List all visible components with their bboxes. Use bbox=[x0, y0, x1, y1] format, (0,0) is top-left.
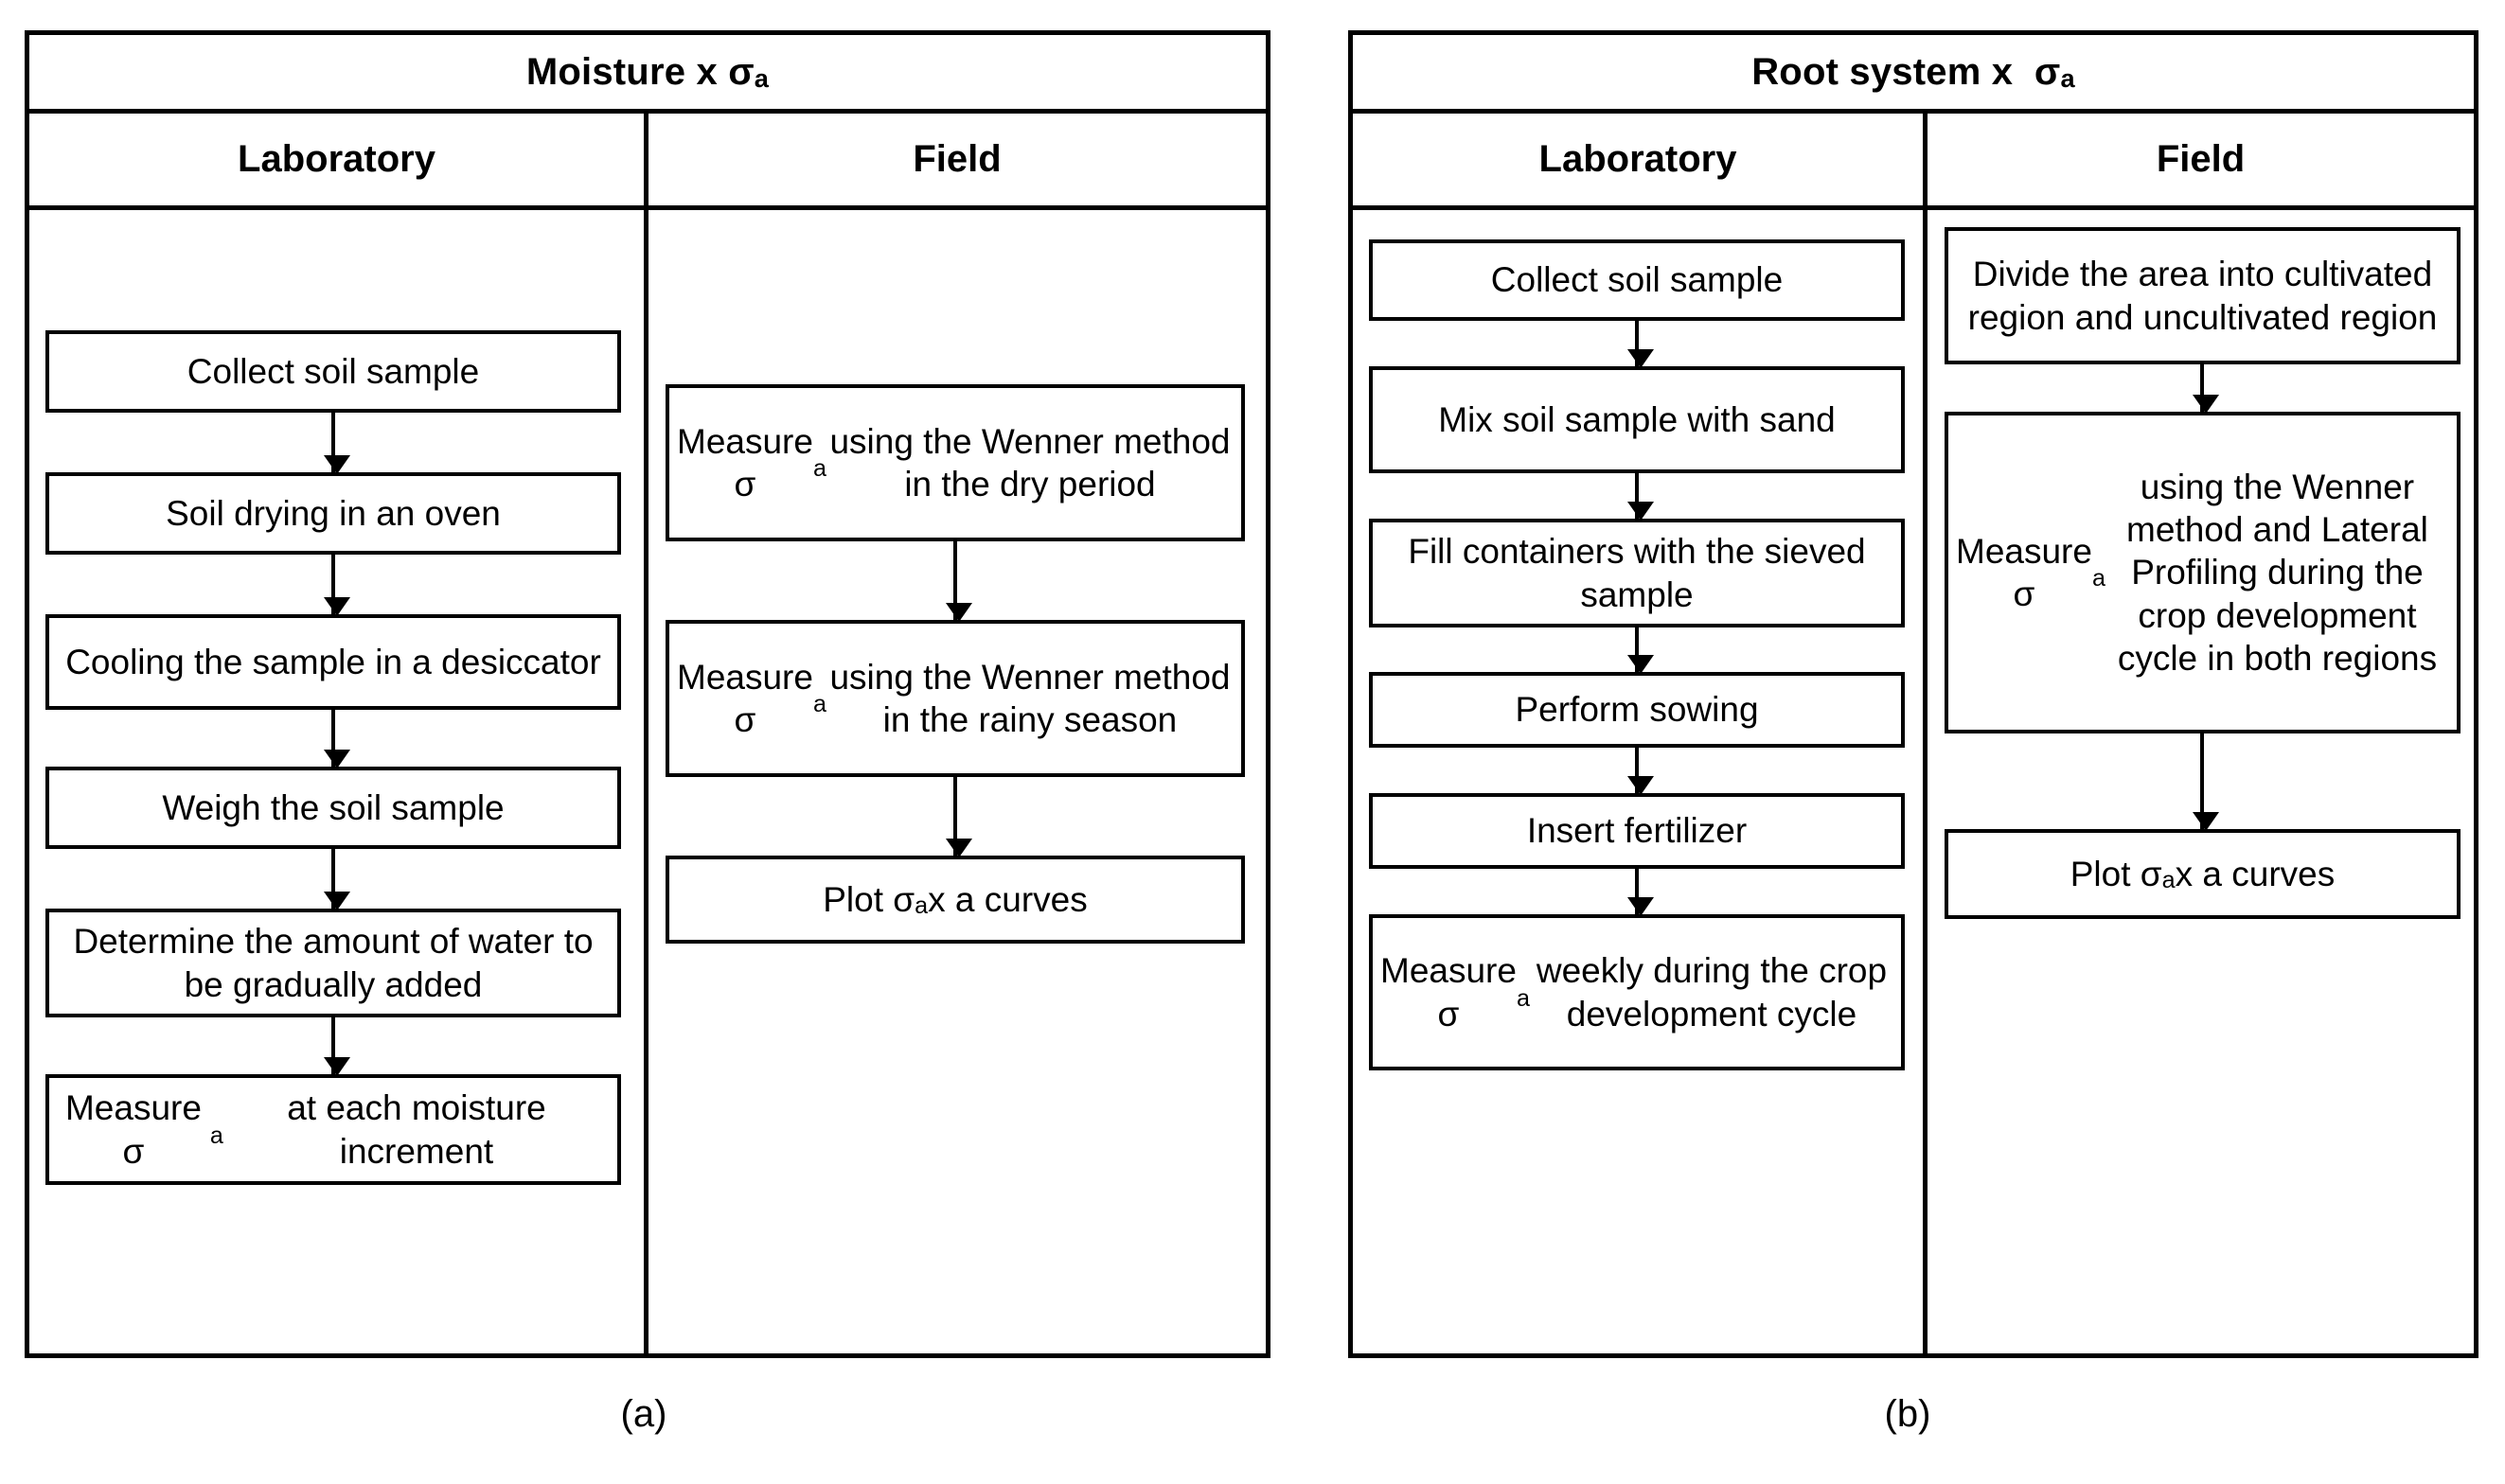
flow-box[interactable]: Soil drying in an oven bbox=[45, 472, 621, 555]
subfigure-caption-b: (b) bbox=[1884, 1393, 1931, 1435]
panel-a-title-text: Moisture x σ bbox=[525, 50, 755, 93]
flow-arrow bbox=[1627, 869, 1654, 916]
panel-a-column-headers: Laboratory Field bbox=[29, 114, 1266, 210]
flow-arrow bbox=[1627, 321, 1654, 368]
flow-box[interactable]: Divide the area into cultivated region a… bbox=[1945, 227, 2461, 364]
subfigure-caption-a: (a) bbox=[620, 1393, 667, 1435]
panel-a-body: Collect soil sample Soil drying in an ov… bbox=[29, 210, 1266, 1353]
flow-box[interactable]: Mix soil sample with sand bbox=[1369, 366, 1905, 473]
flow-box[interactable]: Perform sowing bbox=[1369, 672, 1905, 748]
panel-b-title-subscript: a bbox=[2060, 63, 2075, 94]
flow-arrow bbox=[324, 1017, 350, 1076]
flow-arrow bbox=[1627, 473, 1654, 521]
panel-a-header-field: Field bbox=[913, 138, 1002, 180]
flow-box[interactable]: Determine the amount of water to be grad… bbox=[45, 909, 621, 1017]
flow-arrow bbox=[2193, 364, 2219, 414]
panel-b-column-headers: Laboratory Field bbox=[1353, 114, 2474, 210]
flow-arrow bbox=[946, 541, 972, 622]
flow-box[interactable]: Cooling the sample in a desiccator bbox=[45, 614, 621, 710]
flow-arrow bbox=[946, 777, 972, 857]
panel-b-laboratory-column: Collect soil sample Mix soil sample with… bbox=[1353, 210, 1928, 1353]
panel-b-header-field: Field bbox=[2156, 138, 2246, 180]
panel-b-header-laboratory: Laboratory bbox=[1353, 114, 1928, 205]
panel-a-title-subscript: a bbox=[754, 63, 770, 94]
panel-b-body: Collect soil sample Mix soil sample with… bbox=[1353, 210, 2474, 1353]
flow-arrow bbox=[324, 849, 350, 910]
flow-arrow bbox=[324, 555, 350, 616]
panel-b-field-column: Divide the area into cultivated region a… bbox=[1928, 210, 2474, 1353]
flow-box[interactable]: Insert fertilizer bbox=[1369, 793, 1905, 869]
flow-arrow bbox=[1627, 748, 1654, 795]
panel-b-title-text: Root system x σ bbox=[1751, 50, 2061, 93]
flow-arrow bbox=[2193, 733, 2219, 831]
flow-box[interactable]: Collect soil sample bbox=[45, 330, 621, 413]
flow-arrow bbox=[324, 413, 350, 474]
flow-box[interactable]: Weigh the soil sample bbox=[45, 767, 621, 849]
flow-box[interactable]: Collect soil sample bbox=[1369, 239, 1905, 321]
flow-arrow bbox=[1627, 627, 1654, 674]
panel-a-header-laboratory: Laboratory bbox=[29, 114, 648, 205]
panel-a-laboratory-column: Collect soil sample Soil drying in an ov… bbox=[29, 210, 648, 1353]
flow-arrow bbox=[324, 710, 350, 768]
flow-box[interactable]: Fill containers with the sieved sample bbox=[1369, 519, 1905, 627]
